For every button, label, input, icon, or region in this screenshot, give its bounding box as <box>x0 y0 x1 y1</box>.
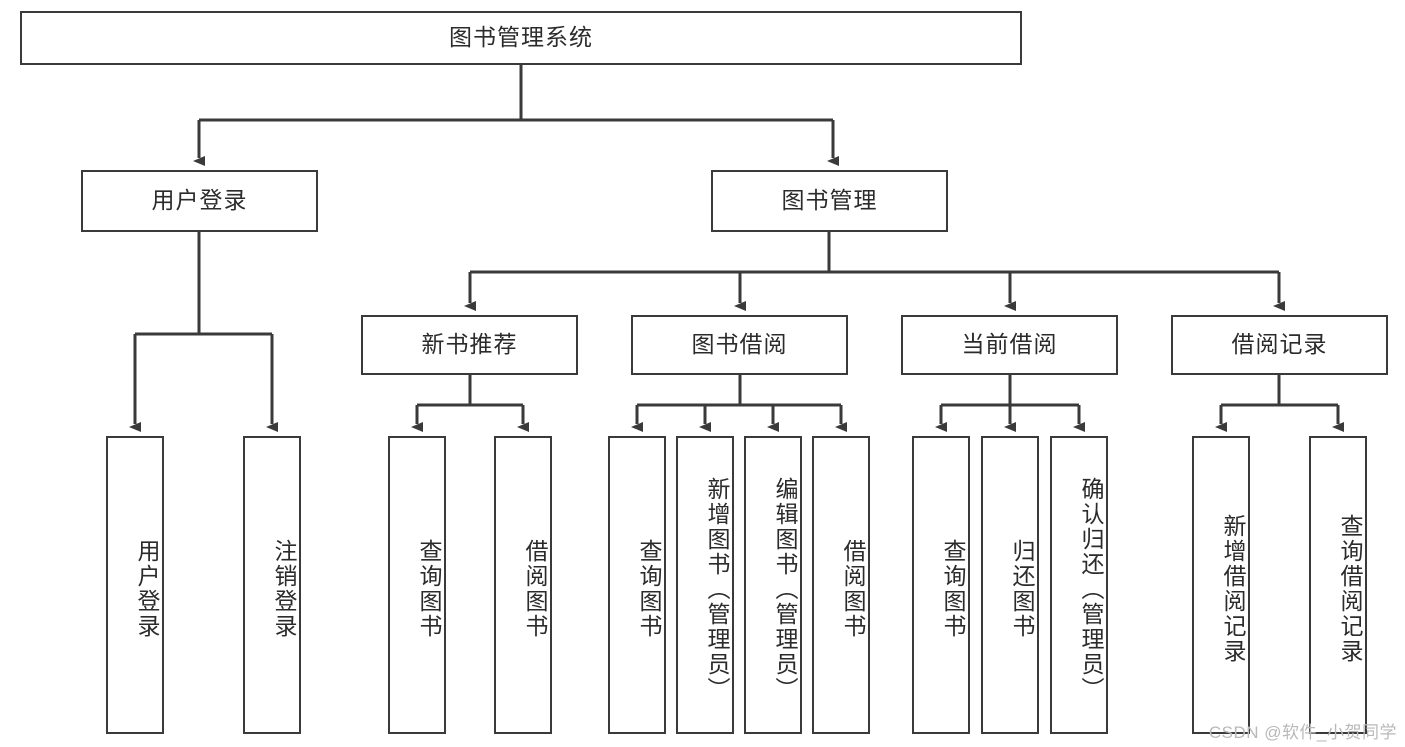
leaf-borrow-book-1[interactable]: 借阅图书 <box>494 436 552 734</box>
node-root[interactable]: 图书管理系统 <box>20 11 1022 65</box>
node-new-book-rec-label: 新书推荐 <box>421 331 518 358</box>
leaf-logout-label: 注销登录 <box>271 539 297 639</box>
node-book-borrow[interactable]: 图书借阅 <box>631 315 848 375</box>
leaf-query-book-1-label: 查询图书 <box>416 539 442 639</box>
leaf-borrow-book-2-label: 借阅图书 <box>840 539 866 639</box>
node-root-label: 图书管理系统 <box>449 24 593 51</box>
leaf-edit-book[interactable]: 编辑图书（管理员） <box>744 436 802 734</box>
leaf-query-book-3-label: 查询图书 <box>940 539 966 639</box>
node-borrow-record-label: 借阅记录 <box>1231 331 1328 358</box>
leaf-borrow-book-2[interactable]: 借阅图书 <box>812 436 870 734</box>
leaf-user-login-label: 用户登录 <box>134 539 160 639</box>
node-user-login[interactable]: 用户登录 <box>81 170 318 232</box>
leaf-add-book[interactable]: 新增图书（管理员） <box>676 436 734 734</box>
leaf-confirm-return-label: 确认归还（管理员） <box>1078 476 1104 702</box>
leaf-query-book-1[interactable]: 查询图书 <box>388 436 446 734</box>
leaf-return-book-label: 归还图书 <box>1009 539 1035 639</box>
leaf-query-book-3[interactable]: 查询图书 <box>912 436 970 734</box>
leaf-edit-book-label: 编辑图书（管理员） <box>772 476 798 702</box>
leaf-query-record[interactable]: 查询借阅记录 <box>1309 436 1367 734</box>
node-new-book-rec[interactable]: 新书推荐 <box>361 315 578 375</box>
leaf-query-book-2-label: 查询图书 <box>636 539 662 639</box>
leaf-query-book-2[interactable]: 查询图书 <box>608 436 666 734</box>
leaf-return-book[interactable]: 归还图书 <box>981 436 1039 734</box>
leaf-add-record[interactable]: 新增借阅记录 <box>1192 436 1250 734</box>
node-user-login-label: 用户登录 <box>151 187 248 214</box>
leaf-add-record-label: 新增借阅记录 <box>1220 514 1246 664</box>
node-current-borrow[interactable]: 当前借阅 <box>901 315 1118 375</box>
node-book-manage-label: 图书管理 <box>781 187 878 214</box>
leaf-logout[interactable]: 注销登录 <box>243 436 301 734</box>
csdn-watermark: CSDN @软件_小贺同学 <box>1208 723 1397 742</box>
leaf-query-record-label: 查询借阅记录 <box>1337 514 1363 664</box>
leaf-borrow-book-1-label: 借阅图书 <box>522 539 548 639</box>
node-current-borrow-label: 当前借阅 <box>961 331 1058 358</box>
leaf-user-login[interactable]: 用户登录 <box>106 436 164 734</box>
leaf-confirm-return[interactable]: 确认归还（管理员） <box>1050 436 1108 734</box>
node-book-borrow-label: 图书借阅 <box>691 331 788 358</box>
leaf-add-book-label: 新增图书（管理员） <box>704 476 730 702</box>
node-borrow-record[interactable]: 借阅记录 <box>1171 315 1388 375</box>
node-book-manage[interactable]: 图书管理 <box>711 170 948 232</box>
